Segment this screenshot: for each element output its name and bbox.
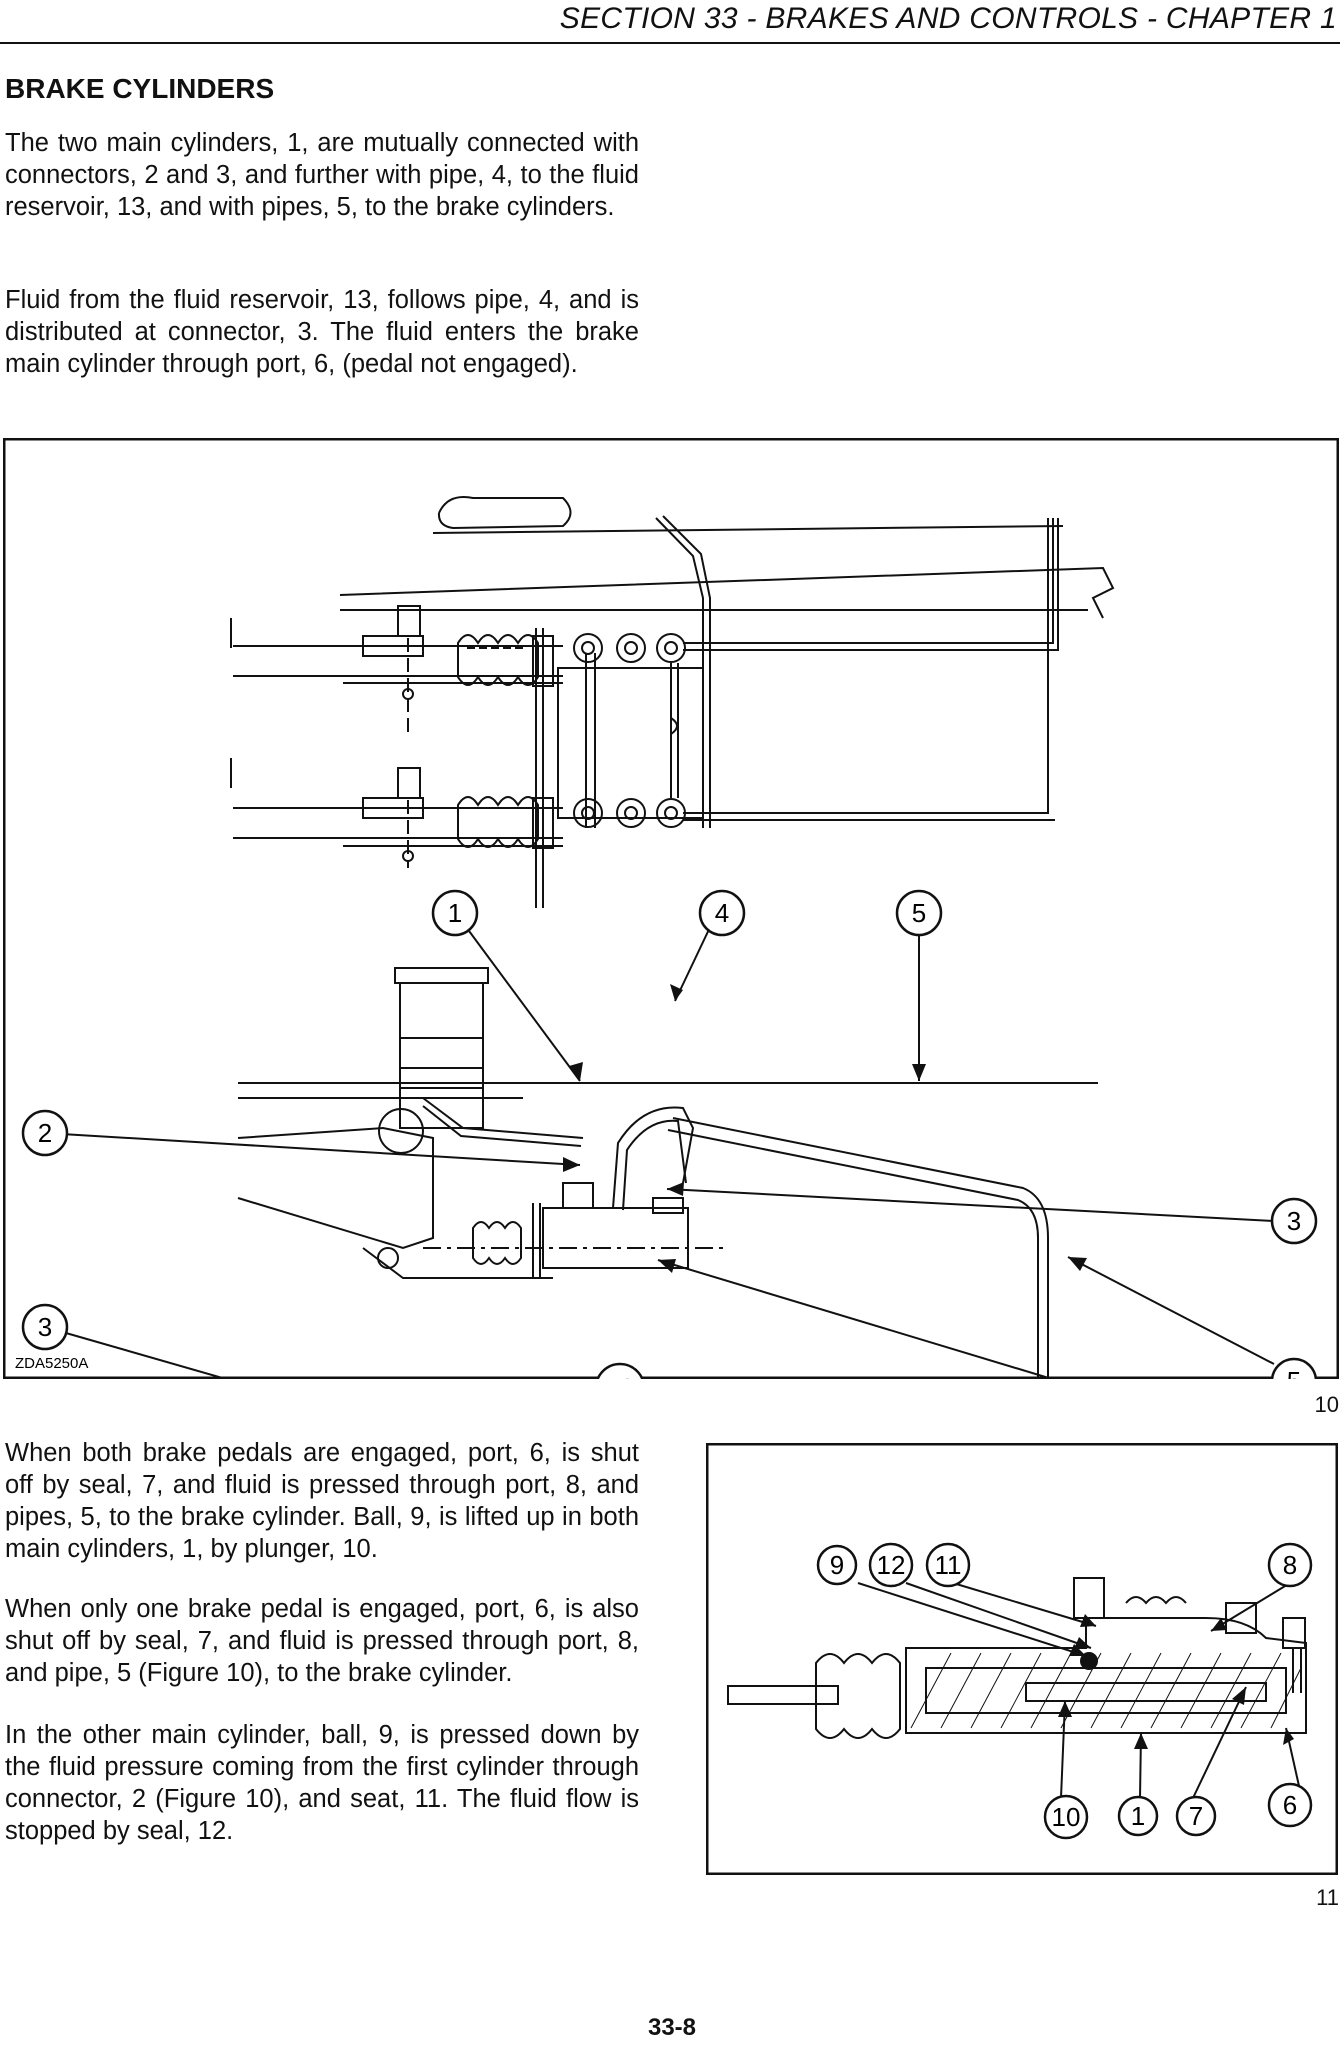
figure-11-callouts: 9 12 11 8 10 1 7 6 xyxy=(816,1542,1313,1840)
figure-10-number: 10 xyxy=(1314,1392,1339,1417)
svg-text:7: 7 xyxy=(1189,1801,1203,1831)
callout-pipe-4-top: 1 xyxy=(431,889,479,937)
callout-1: 1 xyxy=(1117,1795,1159,1837)
callout-10: 10 xyxy=(1043,1794,1089,1840)
figure-10-brake-cylinders-diagram: 1 4 5 2 3 3 13 5 1 2 5 4 1 ZDA5250A xyxy=(3,438,1339,1379)
svg-text:1: 1 xyxy=(448,898,462,928)
paragraph-other-cylinder: In the other main cylinder, ball, 9, is … xyxy=(5,1721,639,1845)
svg-text:12: 12 xyxy=(877,1550,906,1580)
section-title: SECTION 33 - BRAKES AND CONTROLS - CHAPT… xyxy=(559,2,1337,35)
leader-arrowheads xyxy=(563,984,1087,1273)
svg-text:5: 5 xyxy=(912,898,926,928)
top-view-drawing xyxy=(230,496,1115,908)
callout-5-right-a: 5 xyxy=(1270,1357,1318,1379)
fig11-leader-arrowheads xyxy=(1058,1614,1294,1749)
callout-6: 6 xyxy=(1267,1782,1313,1828)
svg-text:4: 4 xyxy=(715,898,729,928)
paragraph-one-pedal: When only one brake pedal is engaged, po… xyxy=(5,1595,639,1687)
callout-3-right: 3 xyxy=(1270,1197,1318,1245)
figure-10-callouts: 1 4 5 2 3 3 13 5 1 2 5 4 1 xyxy=(21,889,1318,1379)
figure-10-code: ZDA5250A xyxy=(15,1355,88,1372)
paragraph-both-pedals: When both brake pedals are engaged, port… xyxy=(5,1439,639,1563)
callout-2-left: 2 xyxy=(21,1109,69,1157)
callout-7: 7 xyxy=(1175,1795,1217,1837)
figure-11-master-cylinder-section: 9 12 11 8 10 1 7 6 xyxy=(706,1443,1338,1875)
callout-3-left: 3 xyxy=(21,1303,69,1351)
svg-text:13: 13 xyxy=(606,1373,635,1379)
svg-text:9: 9 xyxy=(830,1550,844,1580)
svg-text:8: 8 xyxy=(1283,1550,1297,1580)
svg-text:1: 1 xyxy=(1131,1801,1145,1831)
cylinder-section-drawing xyxy=(727,1577,1307,1739)
svg-text:5: 5 xyxy=(1287,1366,1301,1379)
callout-4-top: 4 xyxy=(698,889,746,937)
svg-text:2: 2 xyxy=(38,1118,52,1148)
side-view-drawing xyxy=(237,967,1098,1378)
callout-9: 9 xyxy=(816,1544,858,1586)
page-heading: BRAKE CYLINDERS xyxy=(5,73,275,104)
callout-13: 13 xyxy=(596,1362,644,1379)
page-number: 33-8 xyxy=(647,2014,697,2041)
paragraph-intro: The two main cylinders, 1, are mutually … xyxy=(5,129,639,221)
svg-text:6: 6 xyxy=(1283,1790,1297,1820)
svg-text:11: 11 xyxy=(935,1550,962,1580)
svg-text:3: 3 xyxy=(38,1312,52,1342)
paragraph-fluid-path: Fluid from the fluid reservoir, 13, foll… xyxy=(5,286,639,378)
svg-text:3: 3 xyxy=(1287,1206,1301,1236)
callout-5-top: 5 xyxy=(895,889,943,937)
callout-12: 12 xyxy=(868,1542,914,1588)
header-rule xyxy=(0,42,1340,44)
svg-text:10: 10 xyxy=(1052,1802,1081,1832)
figure-11-number: 11 xyxy=(1316,1885,1339,1910)
callout-11: 11 xyxy=(925,1542,971,1588)
fig11-leader-lines xyxy=(857,1582,1300,1799)
callout-8: 8 xyxy=(1267,1542,1313,1588)
